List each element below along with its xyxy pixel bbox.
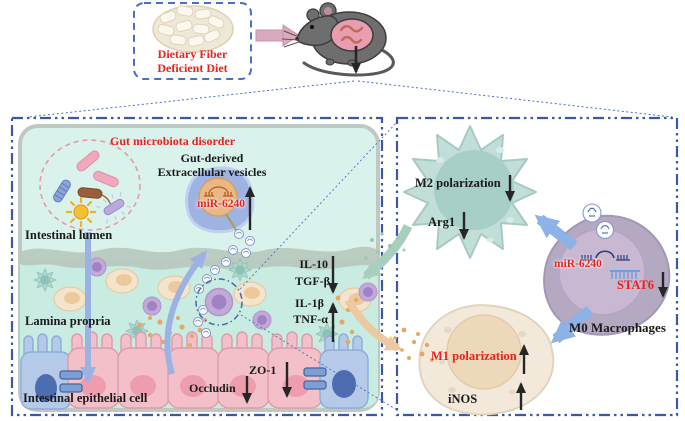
- intestine-squiggle: [339, 25, 364, 44]
- diet-label-line2: Deficient Diet: [157, 61, 228, 75]
- target-mrna-glyph: [610, 270, 640, 279]
- mirna-hairpin-glyph: [204, 186, 233, 197]
- il10-label: IL-10: [299, 257, 328, 271]
- gut-to-m1-arrow: [344, 297, 403, 352]
- mirna-cargo-circle: [198, 177, 238, 217]
- ev-label-line1: Gut-derived: [180, 151, 244, 165]
- magnified-cell-circle: [195, 278, 243, 326]
- zo1-label: ZO-1: [249, 363, 277, 377]
- m0-to-m1-arrow: [550, 305, 594, 344]
- bacterium-coccus-sun: [65, 196, 97, 228]
- diet-box: [133, 2, 252, 80]
- epithelial-cell-row: [20, 331, 369, 410]
- arg1-label: Arg1: [428, 215, 456, 229]
- m2-macrophage-cell: [403, 125, 537, 259]
- m1-polarization-label: M1 polarization: [431, 349, 517, 363]
- diet-to-mouse-arrow: [255, 24, 300, 47]
- m0-vesicles: [582, 203, 615, 240]
- m0-to-m2-arrow: [534, 214, 578, 251]
- intestinal-lumen-label: Intestinal lumen: [25, 228, 113, 242]
- bacterium-ciliated: [95, 191, 131, 224]
- m0-macrophages-label: M0 Macrophages: [569, 320, 666, 335]
- bacterium-rod: [76, 150, 100, 172]
- teal-dots: [364, 232, 406, 260]
- mouse: [281, 2, 395, 77]
- mir-6240-label-gut: miR-6240: [197, 198, 245, 210]
- cross-panel-arrows: [344, 224, 434, 362]
- tnfa-label: TNF-α: [293, 312, 328, 326]
- cell-nucleus: [332, 370, 356, 398]
- mediator-dots-right: [393, 327, 434, 362]
- magnifier-fan-lines: [27, 80, 673, 118]
- stat6-label: STAT6: [617, 278, 655, 292]
- il1b-label: IL-1β: [295, 296, 324, 310]
- gut-microbiota-group: [39, 139, 141, 231]
- m0-macrophage-cell: [543, 203, 671, 336]
- macrophage-panel: [395, 116, 679, 417]
- ev-release-stalk: [225, 213, 237, 231]
- fiber-food-pieces: [157, 5, 225, 47]
- mir-hairpin-glyph: [580, 250, 630, 261]
- ev-cell: [185, 166, 255, 234]
- gut-microbiota-disorder-label: Gut microbiota disorder: [110, 134, 236, 148]
- ev-uptake-arrow: [164, 250, 208, 375]
- lamina-propria-label: Lamina propria: [25, 314, 111, 328]
- mouse-eye: [309, 24, 315, 30]
- inos-label: iNOS: [448, 392, 478, 406]
- diet-label-line1: Dietary Fiber: [157, 47, 228, 61]
- ev-label-line2: Extracellular vesicles: [157, 165, 267, 179]
- m2-nucleus: [434, 150, 514, 230]
- m1-macrophage-cell: [418, 304, 555, 416]
- tgfb-label: TGF-β: [295, 274, 330, 288]
- mouse-tail: [302, 48, 395, 77]
- tight-junction-bars: [59, 367, 327, 393]
- m2-to-gut-arrow: [362, 224, 413, 280]
- m2-polarization-label: M2 polarization: [415, 176, 501, 190]
- bacterium-rod: [93, 170, 119, 188]
- gut-panel: [10, 116, 398, 417]
- cell-nucleus: [35, 374, 57, 402]
- microbiota-dashed-circle: [39, 139, 141, 231]
- bacterium-striped: [53, 179, 71, 203]
- magnifier-lines: [239, 121, 398, 411]
- mouse-intestine-window: [330, 18, 374, 52]
- occludin-label: Occludin: [189, 381, 236, 395]
- lamina-macrophage: [204, 287, 234, 317]
- intestinal-epithelial-cell-label: Intestinal epithelial cell: [23, 391, 148, 405]
- mir-6240-label-m0: miR-6240: [554, 258, 602, 270]
